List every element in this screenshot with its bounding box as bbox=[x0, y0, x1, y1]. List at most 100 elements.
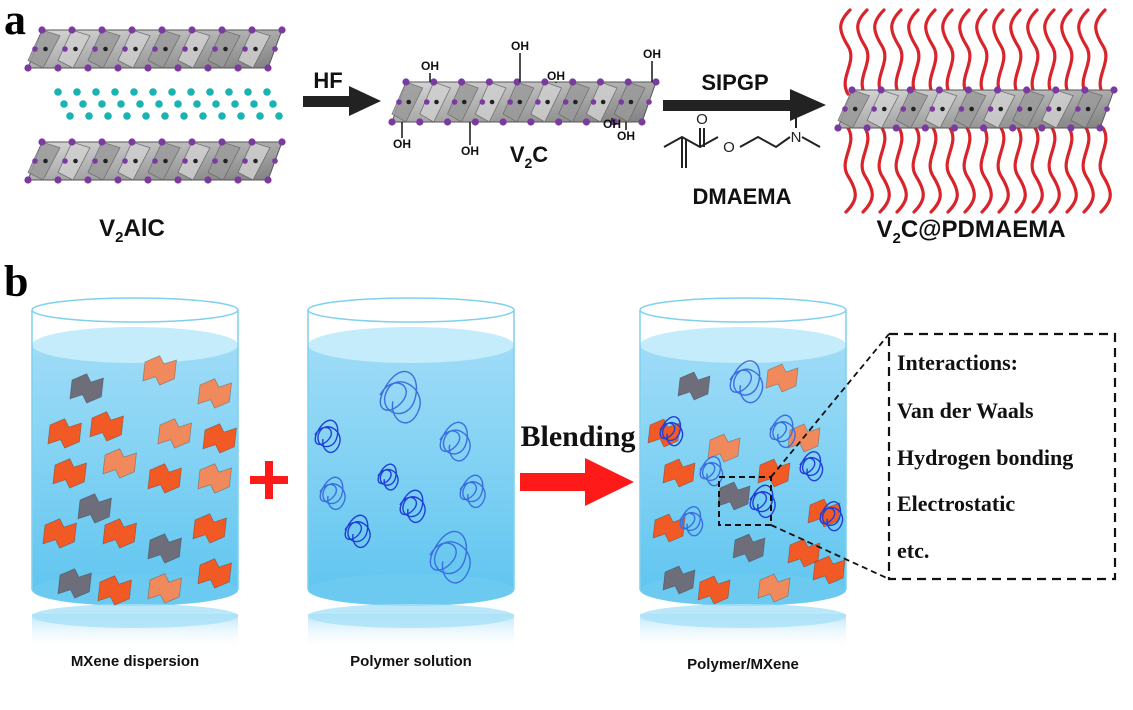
vanadium-atom bbox=[852, 106, 858, 112]
polymer-coil bbox=[379, 370, 421, 424]
interactions-title: Interactions: bbox=[897, 350, 1018, 375]
carbon-atom bbox=[535, 99, 541, 105]
polymer-coil bbox=[399, 489, 426, 524]
beaker-label-polymer-solution: Polymer solution bbox=[350, 653, 472, 670]
carbon-atom bbox=[1052, 86, 1060, 94]
vanadium-atom bbox=[998, 106, 1004, 112]
vanadium-atom bbox=[103, 158, 108, 164]
aluminum-atom bbox=[218, 112, 226, 120]
polymer-chain bbox=[1098, 126, 1112, 214]
mxene-flake bbox=[77, 493, 112, 524]
beaker-rim bbox=[307, 297, 515, 323]
carbon-atom bbox=[182, 158, 188, 164]
vanadium-atom bbox=[1085, 106, 1091, 112]
carbon-atom bbox=[204, 176, 212, 184]
carbon-atom bbox=[513, 78, 521, 86]
mxene-flake bbox=[197, 378, 232, 409]
vanadium-atom bbox=[193, 158, 198, 164]
aluminum-atom bbox=[149, 88, 157, 96]
mxene-flake bbox=[662, 458, 696, 488]
carbon-atom bbox=[1081, 86, 1089, 94]
polymer-chain bbox=[1064, 126, 1078, 214]
aluminum-atom bbox=[60, 100, 68, 108]
polymer-chain bbox=[996, 126, 1010, 214]
vanadium-atom bbox=[517, 99, 523, 105]
vanadium-atom bbox=[223, 46, 228, 52]
carbon-atom bbox=[921, 124, 929, 132]
carbon-atom bbox=[906, 86, 914, 94]
beaker-label-mxene-dispersion: MXene dispersion bbox=[71, 653, 199, 670]
polymer-coil bbox=[799, 451, 824, 482]
carbon-atom bbox=[1016, 106, 1023, 112]
carbon-atom bbox=[430, 78, 438, 86]
mxene-flake bbox=[52, 458, 87, 489]
carbon-atom bbox=[204, 64, 212, 72]
vanadium-atom bbox=[628, 99, 634, 105]
aluminum-atom bbox=[244, 88, 252, 96]
carbon-atom bbox=[242, 46, 248, 52]
vanadium-atom bbox=[911, 106, 916, 112]
carbon-atom bbox=[871, 106, 877, 112]
carbon-atom bbox=[423, 99, 430, 105]
aluminum-atom bbox=[123, 112, 131, 120]
oh-group: OH bbox=[547, 69, 565, 83]
carbon-atom bbox=[98, 26, 106, 34]
mxene-flake bbox=[57, 568, 92, 599]
aluminum-atom bbox=[206, 88, 214, 96]
blending-label: Blending bbox=[520, 420, 635, 453]
mxene-flake bbox=[147, 573, 182, 604]
vanadium-atom bbox=[406, 99, 412, 105]
oh-group: OH bbox=[643, 47, 661, 61]
polymer-chain bbox=[911, 126, 925, 214]
aluminum-atom bbox=[199, 112, 207, 120]
carbon-atom bbox=[128, 138, 136, 146]
aluminum-atom bbox=[85, 112, 93, 120]
carbon-atom bbox=[188, 26, 196, 34]
polymer-chain bbox=[1047, 126, 1061, 214]
carbon-atom bbox=[278, 26, 286, 34]
carbon-atom bbox=[877, 86, 885, 94]
polymer-chain bbox=[1009, 8, 1023, 96]
aluminum-atom bbox=[161, 112, 169, 120]
carbon-atom bbox=[935, 86, 943, 94]
carbon-atom bbox=[1096, 124, 1104, 132]
beaker-rim bbox=[31, 297, 239, 323]
aluminum-atom bbox=[263, 88, 271, 96]
water-body bbox=[308, 345, 514, 590]
aluminum-atom bbox=[98, 100, 106, 108]
polymer-chain bbox=[1077, 8, 1091, 96]
aluminum-atom bbox=[168, 88, 176, 96]
carbon-atom bbox=[92, 158, 98, 164]
polymer-coil bbox=[679, 506, 704, 537]
carbon-atom bbox=[234, 176, 242, 184]
carbon-atom bbox=[402, 78, 410, 86]
vanadium-atom bbox=[600, 99, 606, 105]
aluminum-atom bbox=[193, 100, 201, 108]
aluminum-atom bbox=[231, 100, 239, 108]
zoom-box bbox=[718, 476, 772, 526]
carbon-atom bbox=[388, 118, 396, 126]
carbon-atom bbox=[987, 106, 994, 112]
mxene-flake bbox=[197, 463, 232, 494]
carbon-atom bbox=[92, 46, 98, 52]
polymer-chain bbox=[941, 8, 955, 96]
carbon-atom bbox=[892, 124, 900, 132]
hf-arrow bbox=[303, 86, 381, 116]
carbon-atom bbox=[188, 138, 196, 146]
aluminum-atom bbox=[66, 112, 74, 120]
mxene-flake bbox=[202, 423, 237, 454]
carbon-atom bbox=[638, 118, 646, 126]
carbon-atom bbox=[38, 138, 46, 146]
polymer-chain bbox=[958, 8, 972, 96]
polymer-coil bbox=[729, 360, 764, 404]
hf-label: HF bbox=[313, 68, 342, 93]
polymer-chain bbox=[1060, 8, 1074, 96]
carbon-atom bbox=[218, 26, 226, 34]
carbon-atom bbox=[62, 46, 68, 52]
mxene-flake bbox=[89, 411, 124, 442]
mxene-flake bbox=[69, 373, 104, 404]
polymer-chain bbox=[1081, 126, 1095, 214]
carbon-atom bbox=[582, 118, 591, 126]
carbon-atom bbox=[590, 99, 597, 105]
